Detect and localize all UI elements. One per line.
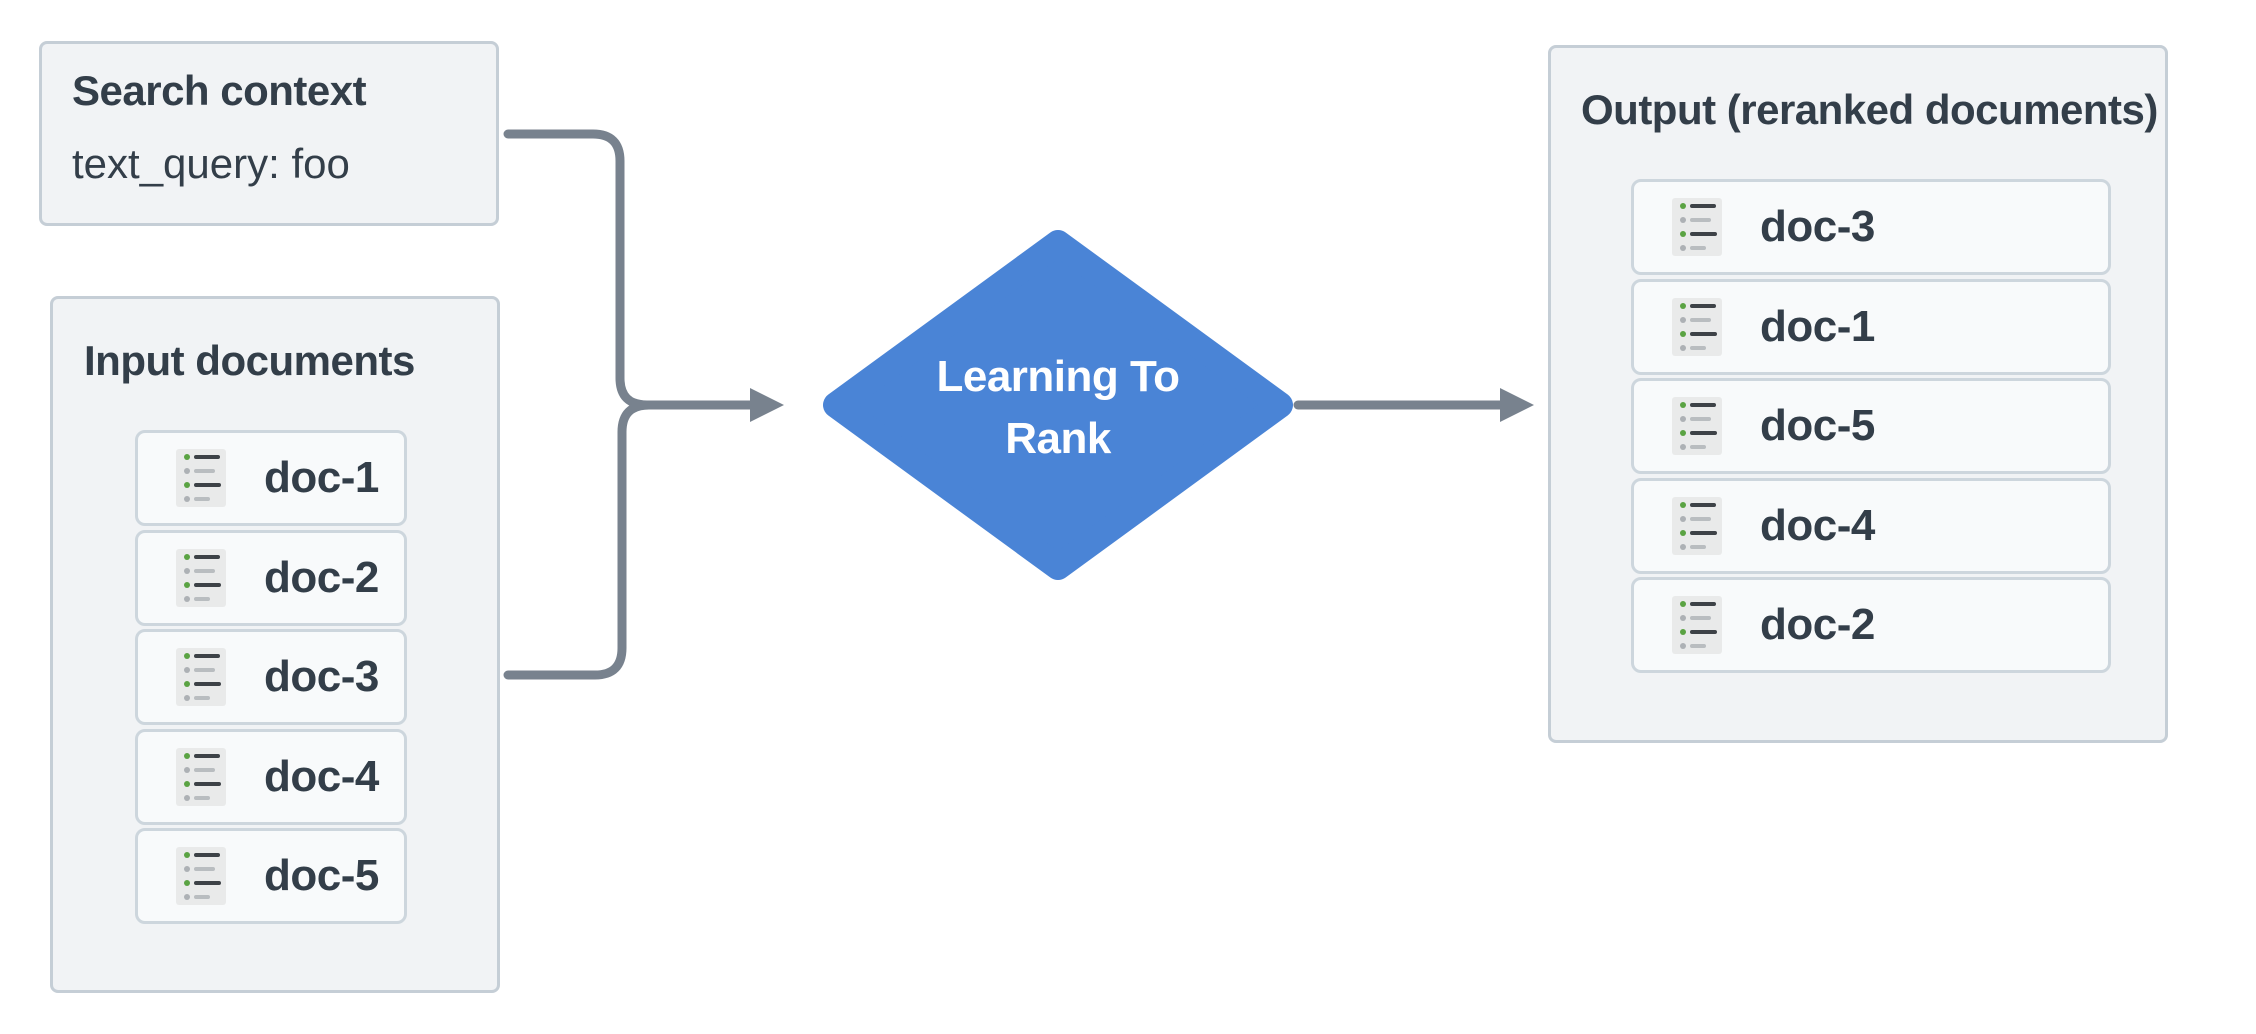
input-doc-stack: doc-1 doc-2 doc-3 <box>135 430 407 924</box>
doc-label: doc-5 <box>264 851 379 900</box>
arrow-from-input-documents <box>503 400 705 680</box>
doc-row: doc-5 <box>1631 378 2111 474</box>
list-icon <box>176 449 226 507</box>
search-query-text: text_query: foo <box>72 140 350 187</box>
list-icon <box>1672 496 1722 555</box>
input-documents-title: Input documents <box>84 337 415 384</box>
doc-row: doc-4 <box>1631 477 2111 574</box>
doc-label: doc-2 <box>1760 600 1875 649</box>
output-doc-stack: doc-3 doc-1 doc-5 <box>1631 179 2111 673</box>
doc-label: doc-1 <box>1760 301 1875 351</box>
diamond-label: Learning To Rank <box>908 346 1208 470</box>
list-icon <box>1672 297 1722 356</box>
doc-row: doc-2 <box>1631 577 2111 673</box>
list-icon <box>176 548 226 607</box>
arrow-from-search-context <box>503 129 755 410</box>
output-documents-box: Output (reranked documents) doc-3 <box>1548 45 2168 743</box>
doc-row: doc-1 <box>135 430 407 526</box>
doc-label: doc-2 <box>264 552 379 602</box>
list-icon <box>176 747 226 806</box>
doc-row: doc-1 <box>1631 278 2111 375</box>
doc-label: doc-5 <box>1760 401 1875 450</box>
learning-to-rank-diamond <box>823 230 1293 580</box>
doc-label: doc-3 <box>264 652 379 701</box>
doc-label: doc-4 <box>264 751 379 801</box>
doc-row: doc-3 <box>1631 179 2111 275</box>
doc-row: doc-3 <box>135 629 407 725</box>
search-context-box: Search context text_query: foo <box>39 41 499 226</box>
doc-label: doc-3 <box>1760 202 1875 251</box>
arrowhead-into-diamond <box>750 388 784 422</box>
input-documents-box: Input documents doc-1 doc-2 <box>50 296 500 993</box>
diamond-label-line2: Rank <box>1005 414 1111 463</box>
list-icon <box>1672 596 1722 654</box>
output-documents-title: Output (reranked documents) <box>1581 86 2158 133</box>
list-icon <box>1672 397 1722 455</box>
search-context-title: Search context <box>72 67 367 114</box>
doc-label: doc-1 <box>264 453 379 502</box>
doc-row: doc-4 <box>135 728 407 825</box>
arrowhead-into-output <box>1500 388 1534 422</box>
diamond-label-line1: Learning To <box>936 352 1180 401</box>
list-icon <box>176 648 226 706</box>
doc-row: doc-2 <box>135 529 407 626</box>
list-icon <box>1672 198 1722 256</box>
list-icon <box>176 847 226 905</box>
doc-label: doc-4 <box>1760 500 1875 550</box>
doc-row: doc-5 <box>135 828 407 924</box>
